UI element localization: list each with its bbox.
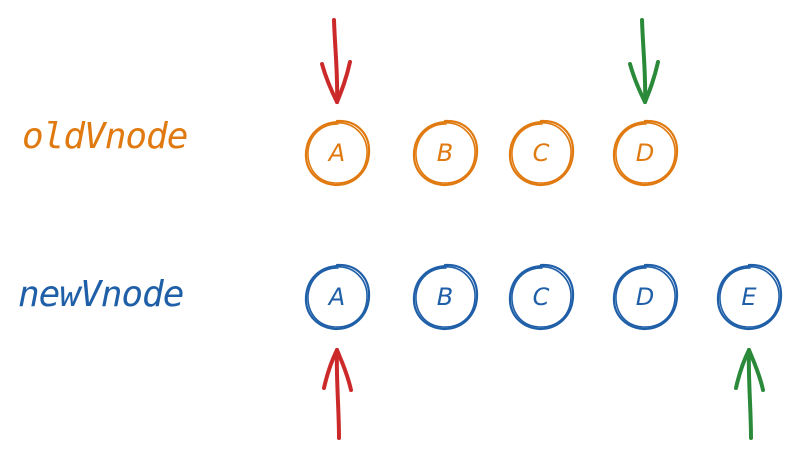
old-vnode-label: oldVnode xyxy=(22,116,188,157)
node-outline-stroke xyxy=(412,119,479,187)
old-node-d: D xyxy=(610,118,680,188)
node-letter: C xyxy=(532,283,550,311)
node-circle xyxy=(508,119,575,187)
node-outline-stroke xyxy=(508,119,575,187)
node-outline-stroke xyxy=(304,119,371,187)
arrow-shaft xyxy=(334,348,341,440)
node-letter: C xyxy=(532,139,550,167)
node-letter: A xyxy=(328,283,346,311)
arrow-head-stroke xyxy=(643,60,660,104)
node-outline-stroke xyxy=(716,263,783,331)
arrow-head-stroke xyxy=(335,348,353,392)
node-circle xyxy=(412,263,479,331)
node-circle xyxy=(716,263,783,331)
new-node-e: E xyxy=(714,262,784,332)
node-outline-stroke xyxy=(511,266,572,328)
new-node-d: D xyxy=(610,262,680,332)
node-letter: B xyxy=(436,139,454,167)
old-node-b: B xyxy=(410,118,480,188)
node-outline-stroke xyxy=(415,122,476,184)
node-outline-stroke xyxy=(612,119,679,187)
arrow-head-stroke xyxy=(335,60,352,104)
node-outline-stroke xyxy=(511,122,572,184)
node-outline-stroke xyxy=(508,263,575,331)
node-circle xyxy=(612,119,679,187)
arrow-head-stroke xyxy=(747,348,765,392)
node-outline-stroke xyxy=(307,266,368,328)
node-outline-stroke xyxy=(615,122,676,184)
node-outline-stroke xyxy=(304,263,371,331)
arrow-shaft xyxy=(746,348,753,440)
node-outline-stroke xyxy=(415,266,476,328)
node-circle xyxy=(304,263,371,331)
node-outline-stroke xyxy=(615,266,676,328)
node-circle xyxy=(304,119,371,187)
node-letter: E xyxy=(741,283,757,311)
new-node-a: A xyxy=(302,262,372,332)
new-end-pointer-arrow xyxy=(734,348,765,440)
arrow-shaft xyxy=(640,18,648,104)
node-circle xyxy=(412,119,479,187)
node-outline-stroke xyxy=(412,263,479,331)
arrow-shaft xyxy=(332,18,340,104)
old-end-pointer-arrow xyxy=(628,18,660,104)
node-circle xyxy=(508,263,575,331)
node-letter: A xyxy=(328,139,346,167)
node-letter: B xyxy=(436,283,454,311)
node-outline-stroke xyxy=(612,263,679,331)
new-node-b: B xyxy=(410,262,480,332)
node-letter: D xyxy=(635,283,655,311)
node-circle xyxy=(612,263,679,331)
old-node-a: A xyxy=(302,118,372,188)
new-node-c: C xyxy=(506,262,576,332)
node-outline-stroke xyxy=(719,266,780,328)
new-vnode-label: newVnode xyxy=(18,274,184,315)
old-node-c: C xyxy=(506,118,576,188)
old-start-pointer-arrow xyxy=(320,18,352,104)
node-letter: D xyxy=(635,139,655,167)
node-outline-stroke xyxy=(307,122,368,184)
new-start-pointer-arrow xyxy=(322,348,353,440)
